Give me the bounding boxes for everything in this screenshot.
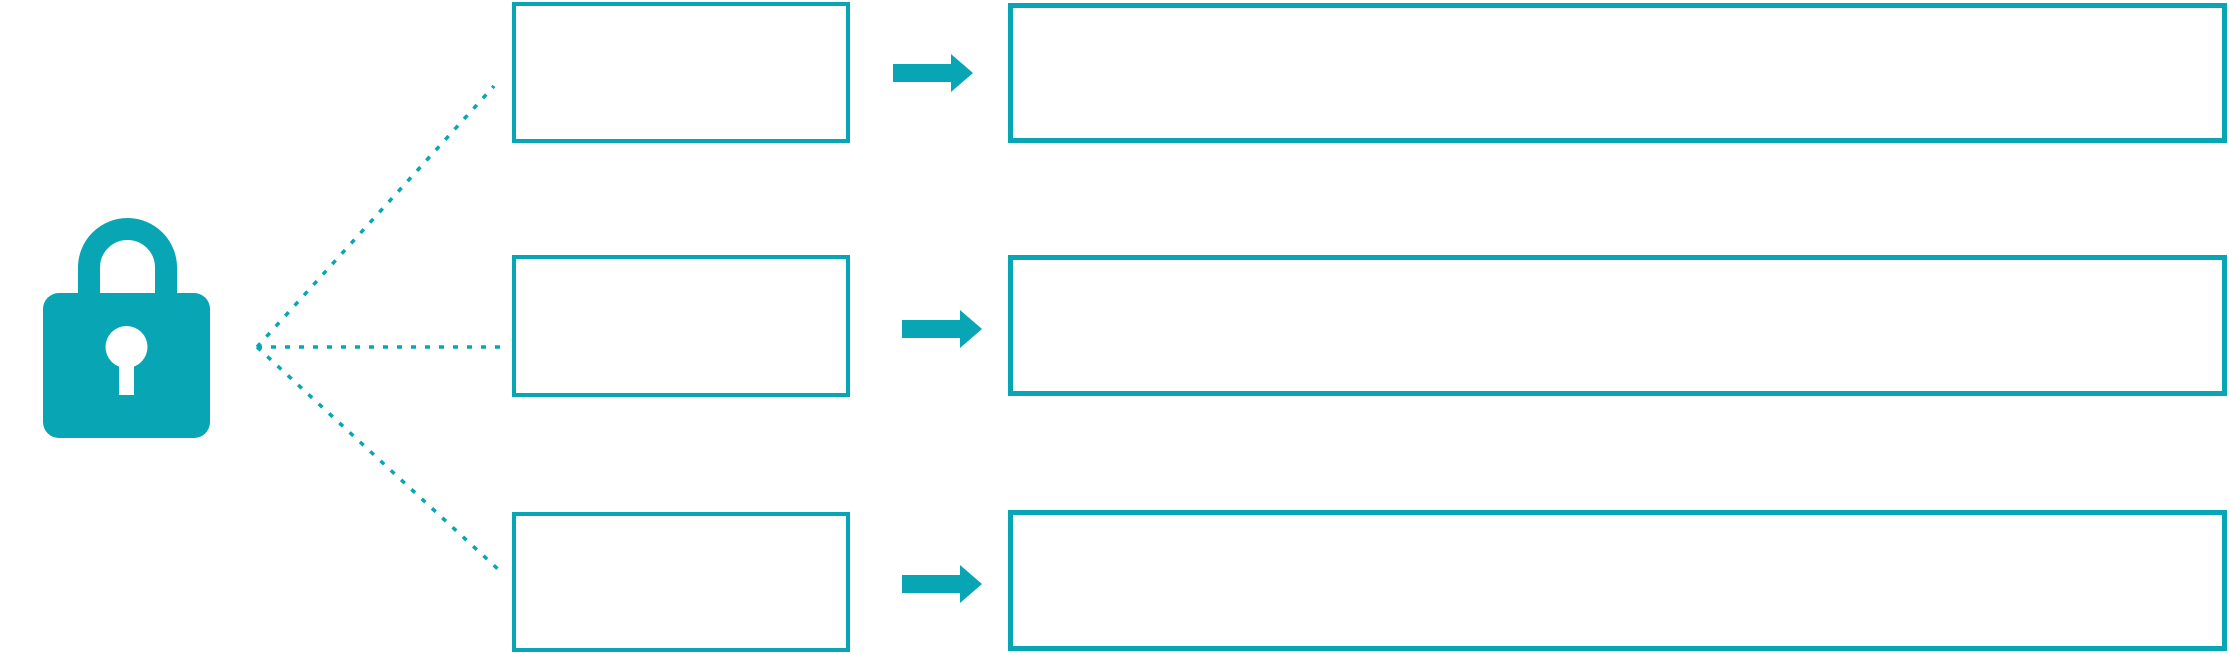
target-box-3-text: [1013, 515, 2222, 646]
target-box-3: [1008, 510, 2227, 651]
arrow-right-icon: [893, 54, 973, 92]
arrow-stem: [902, 320, 962, 338]
lock-shackle: [78, 218, 177, 303]
source-box-2: [512, 255, 850, 397]
dotted-connector-top: [255, 84, 496, 349]
arrow-head: [960, 565, 982, 603]
target-box-2: [1008, 255, 2227, 396]
lock-keyhole-stem: [119, 347, 134, 395]
arrow-stem: [893, 64, 953, 82]
lock-icon: [43, 218, 210, 438]
source-box-2-text: [516, 259, 846, 393]
arrow-head: [960, 310, 982, 348]
source-box-1: [512, 2, 850, 143]
target-box-1: [1008, 3, 2227, 143]
arrow-stem: [902, 575, 962, 593]
arrow-head: [951, 54, 973, 92]
dotted-connector-bottom: [255, 345, 502, 573]
arrow-right-icon: [902, 310, 982, 348]
source-box-3-text: [516, 516, 846, 648]
source-box-1-text: [516, 6, 846, 139]
target-box-1-text: [1013, 8, 2222, 138]
source-box-3: [512, 512, 850, 652]
arrow-right-icon: [902, 565, 982, 603]
target-box-2-text: [1013, 260, 2222, 391]
